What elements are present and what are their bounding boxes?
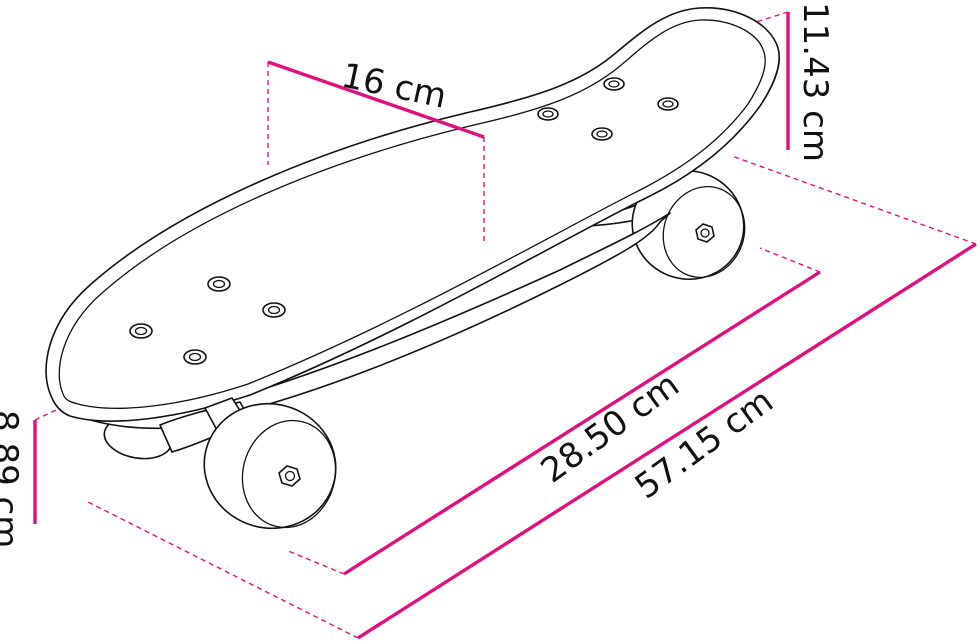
front-wheel-near (203, 402, 337, 530)
dimension-lines (33, 11, 977, 640)
board-height-dimension (33, 409, 57, 524)
front-axle-nut-icon (278, 465, 301, 487)
skateboard-illustration (45, 7, 780, 530)
deck-width-label: 16 cm (338, 56, 450, 117)
tail-height-dimension (755, 11, 790, 150)
board-height-label: 8.89 cm (0, 410, 25, 548)
deck-width-dimension (267, 60, 485, 245)
front-bolts (129, 276, 286, 365)
rear-bolts (537, 77, 679, 141)
bolt-icon (262, 302, 286, 318)
board-length-dimension (87, 155, 977, 640)
tail-height-label: 11.43 cm (795, 2, 835, 162)
wheelbase-dimension (285, 247, 821, 576)
deck-inner-rim (58, 19, 766, 409)
bolt-icon (591, 127, 613, 141)
bolt-icon (183, 349, 207, 365)
bolt-icon (129, 323, 153, 339)
bolt-icon (207, 276, 231, 292)
rear-wheel (631, 169, 746, 281)
bolt-icon (657, 97, 679, 111)
bolt-icon (537, 107, 559, 121)
bolt-icon (603, 77, 625, 91)
rear-axle-nut-icon (695, 223, 715, 243)
deck-outline (45, 7, 780, 422)
